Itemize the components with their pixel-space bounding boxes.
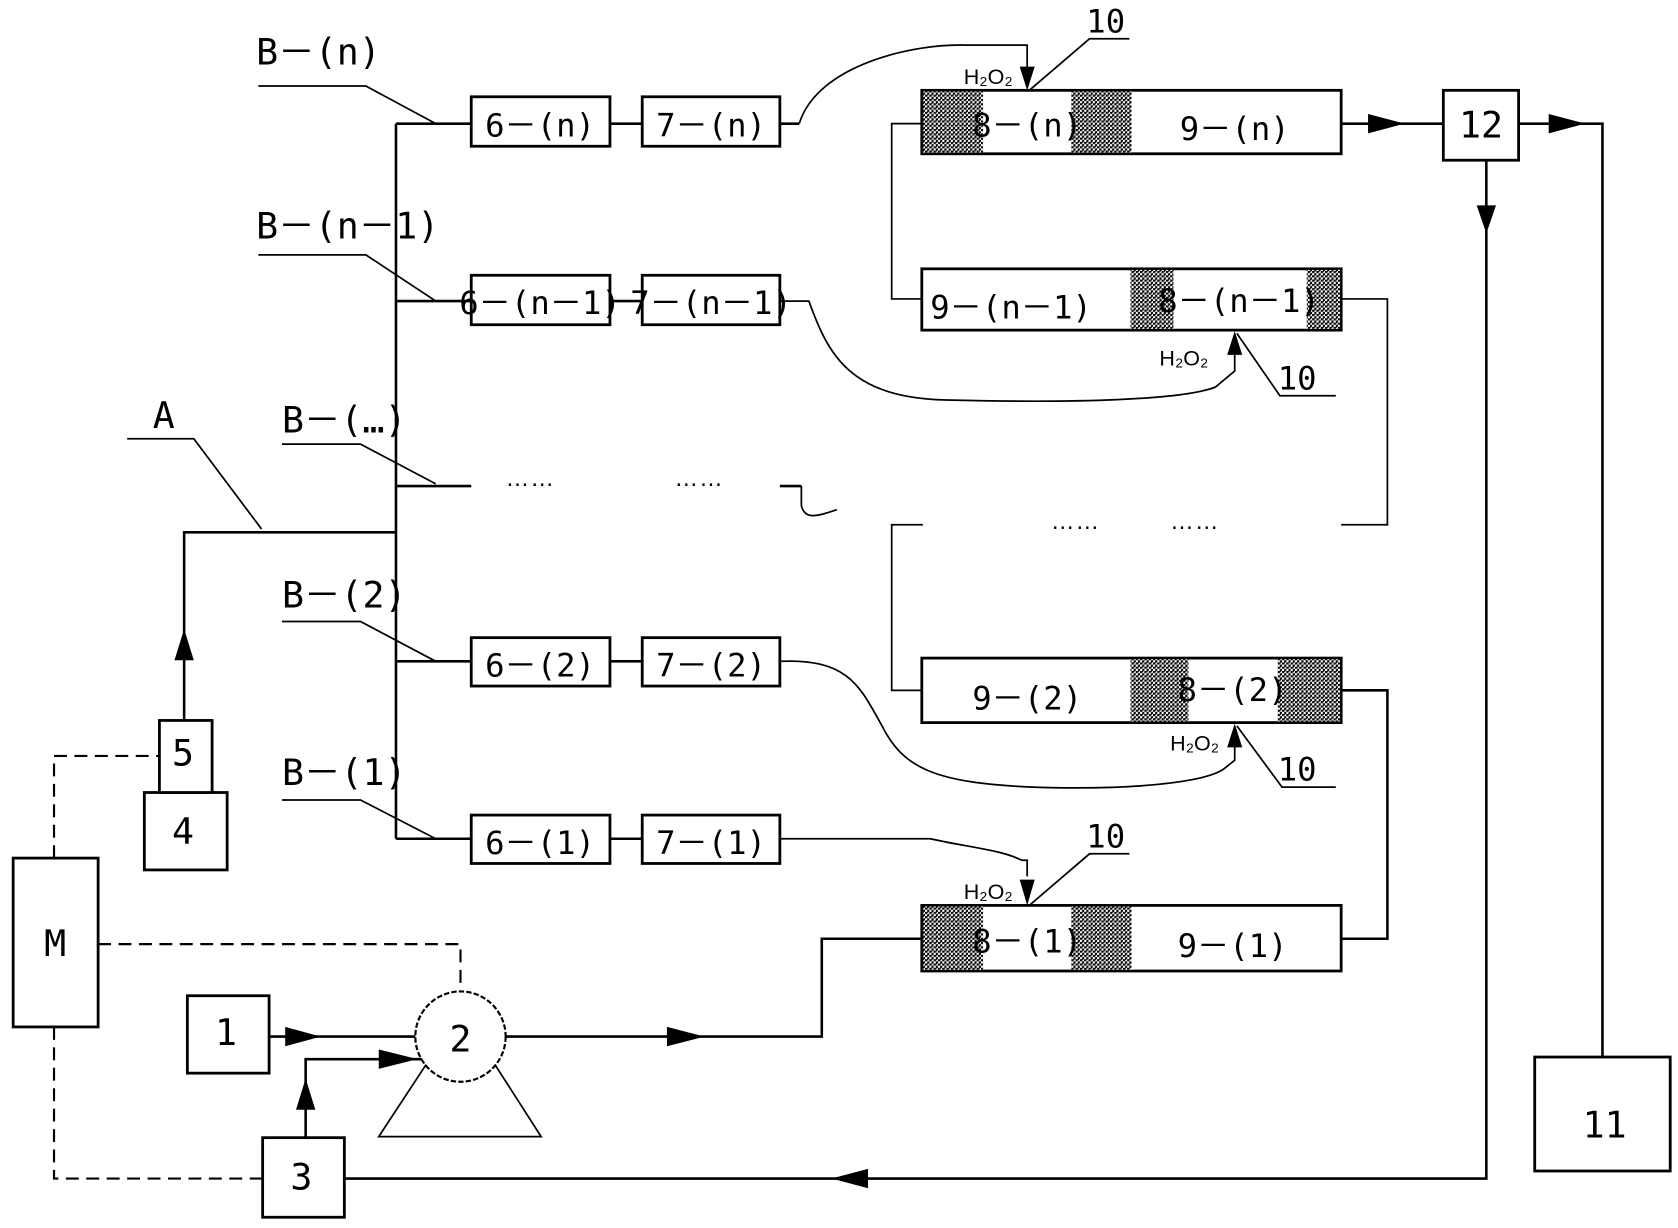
unit-7-1: 7－(1): [656, 824, 766, 862]
unit-9-1: 9－(1): [1178, 927, 1288, 965]
signal-line-m-to-2: [98, 943, 462, 992]
line-12-to-11: [1518, 122, 1604, 1058]
reactor-n-1: 9－(n－1) 8－(n－1) H₂O₂ 10: [920, 267, 1343, 397]
arrow-down-icon: [1019, 879, 1035, 906]
svg-text:11: 11: [1583, 1104, 1627, 1147]
branch-row-2: B－(2) 6－(2) 7－(2): [282, 574, 1236, 789]
svg-text:……: ……: [1051, 509, 1100, 535]
link-9-1-to-8-2: [1341, 689, 1389, 941]
arrow-right-icon: [666, 1026, 705, 1047]
arrow-right-icon: [1368, 113, 1405, 134]
label-b-2: B－(2): [282, 574, 407, 617]
leader-b-n: [258, 85, 437, 125]
h2o2-line-2: [779, 660, 1236, 789]
arrow-right-icon: [1548, 113, 1586, 134]
link-ellipsis-to-8-n-1: [1341, 298, 1389, 526]
unit-6-n: 6－(n): [485, 107, 595, 145]
reactor-ellipsis: …… ……: [1051, 509, 1219, 535]
unit-7-n: 7－(n): [656, 107, 766, 145]
branch-row-n: B－(n) 6－(n) 7－(n): [256, 31, 1029, 148]
arrow-up-icon: [174, 629, 194, 661]
unit-8-2: 8－(2): [1178, 671, 1288, 709]
arrow-up-icon: [295, 1078, 316, 1110]
unit-4: 4: [142, 791, 229, 872]
unit-9-n-1: 9－(n－1): [930, 288, 1092, 326]
svg-text:12: 12: [1459, 104, 1503, 147]
unit-7-2: 7－(2): [656, 646, 766, 684]
arrow-right-icon: [285, 1026, 321, 1047]
leader-a: [127, 437, 263, 530]
branch-row-ellipsis: B－(…) …… ……: [282, 398, 838, 517]
svg-text:……: ……: [506, 466, 555, 492]
unit-3: 3: [261, 1136, 346, 1219]
unit-9-2: 9－(2): [972, 680, 1082, 718]
h2o2-line-1: [779, 837, 1029, 877]
h2o2-label-n: H₂O₂: [964, 65, 1013, 89]
link-9-n-1-to-8-n: [890, 122, 922, 300]
signal-line-m-to-5: [52, 754, 160, 859]
arrow-right-icon: [378, 1049, 418, 1069]
label-b-n: B－(n): [256, 31, 381, 74]
line-12-return: [344, 160, 1488, 1180]
unit-8-n: 8－(n): [972, 107, 1082, 145]
label-b-n-1: B－(n－1): [256, 205, 439, 248]
label-10-1: 10: [1086, 817, 1125, 855]
unit-12: 12: [1441, 88, 1520, 162]
label-b-1: B－(1): [282, 751, 407, 794]
branch-row-n-1: B－(n－1) 6－(n－1) 7－(n－1): [256, 205, 1236, 403]
unit-6-1: 6－(1): [485, 824, 595, 862]
unit-11: 11: [1533, 1055, 1672, 1173]
svg-text:3: 3: [290, 1155, 312, 1198]
arrow-up-icon: [1227, 723, 1243, 748]
svg-text:2: 2: [449, 1018, 471, 1061]
label-b-ellipsis: B－(…): [282, 398, 407, 441]
pump-2: 2: [377, 990, 543, 1138]
label-10-2: 10: [1278, 751, 1317, 789]
arrow-left-icon: [831, 1168, 869, 1189]
controller-m-label: M: [44, 922, 66, 965]
h2o2-label-1: H₂O₂: [964, 880, 1013, 904]
reactor-1: 8－(1) 9－(1) H₂O₂ 10: [920, 817, 1343, 973]
svg-text:……: ……: [1170, 509, 1219, 535]
unit-8-1: 8－(1): [972, 923, 1082, 961]
unit-8-n-1: 8－(n－1): [1158, 282, 1320, 320]
arrow-up-icon: [1227, 331, 1243, 355]
h2o2-label-2: H₂O₂: [1170, 732, 1219, 756]
line-5-to-trunk: [182, 530, 396, 721]
unit-9-n: 9－(n): [1180, 110, 1290, 148]
h2o2-line-n-1: [779, 300, 1236, 403]
unit-6-2: 6－(2): [485, 646, 595, 684]
arrow-down-icon: [1019, 66, 1035, 91]
svg-text:……: ……: [674, 466, 723, 492]
svg-text:4: 4: [172, 810, 194, 853]
unit-6-n-1: 6－(n－1): [459, 284, 621, 322]
link-9-2-to-next: [890, 523, 923, 692]
h2o2-line-n: [798, 44, 1029, 124]
label-10-n-1: 10: [1278, 359, 1317, 397]
svg-text:1: 1: [215, 1011, 237, 1054]
reactor-2: 9－(2) 8－(2) H₂O₂ 10: [920, 656, 1343, 789]
reactor-n: 8－(n) 9－(n) H₂O₂ 10: [920, 2, 1343, 156]
label-10-n: 10: [1086, 2, 1125, 40]
unit-7-n-1: 7－(n－1): [630, 284, 792, 322]
unit-5: 5: [158, 719, 214, 794]
svg-text:5: 5: [172, 732, 194, 775]
line-2-to-reactor-1: [505, 937, 922, 1038]
h2o2-label-n-1: H₂O₂: [1159, 347, 1208, 371]
label-a: A: [153, 394, 175, 437]
arrow-down-icon: [1476, 205, 1497, 234]
branch-row-1: B－(1) 6－(1) 7－(1): [282, 751, 1029, 877]
signal-line-m-to-3: [52, 1026, 263, 1180]
controller-m: M: [11, 856, 100, 1029]
unit-1: 1: [185, 994, 271, 1075]
